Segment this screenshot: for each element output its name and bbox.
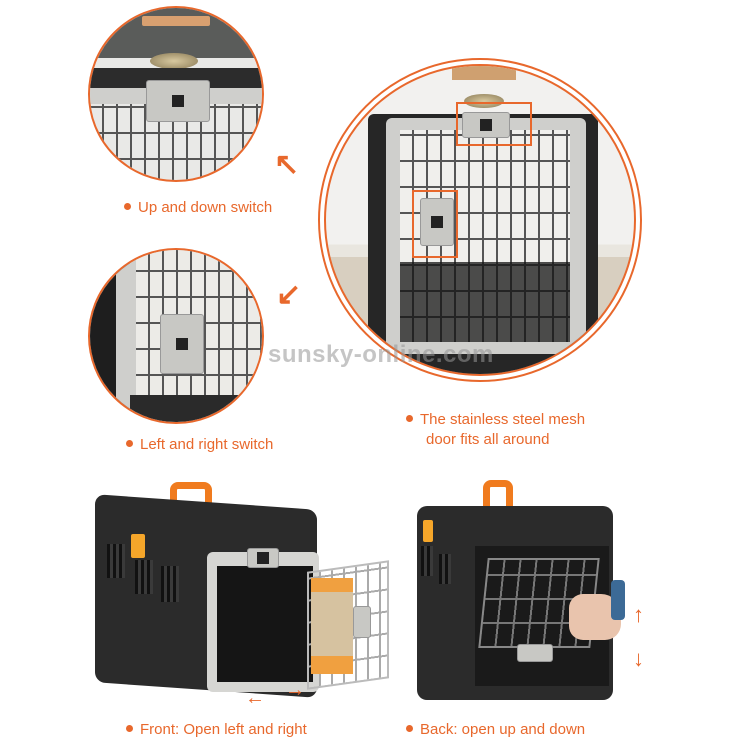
latch-icon xyxy=(176,338,188,350)
bullet-icon xyxy=(126,439,133,447)
side-latch xyxy=(353,606,371,638)
front-door-photo: ← → xyxy=(95,482,389,712)
zoom-detail-left-right-switch xyxy=(88,248,264,424)
door-packing-card-inner xyxy=(311,592,353,656)
brand-badge xyxy=(150,53,198,69)
latch-icon xyxy=(172,95,184,107)
side-vent xyxy=(135,560,153,594)
highlight-box-left xyxy=(412,190,458,258)
bullet-icon xyxy=(124,202,131,210)
arrow-up-left-icon: ↖ xyxy=(274,148,300,181)
watermark: sunsky-online.com xyxy=(268,341,494,368)
crate-floor xyxy=(130,395,262,422)
arrow-right-icon: → xyxy=(285,679,305,701)
crate-rim xyxy=(90,68,262,88)
up-down-latch xyxy=(146,80,210,122)
feature-label-up-down: Up and down switch xyxy=(124,198,272,218)
feature-text: Left and right switch xyxy=(140,436,274,453)
side-vent xyxy=(421,546,433,576)
zoom-detail-up-down-switch xyxy=(88,6,264,182)
brand-badge xyxy=(464,94,504,108)
main-crate-front-view xyxy=(318,58,642,382)
bullet-icon xyxy=(406,724,413,732)
handle-slot xyxy=(452,66,516,80)
sleeve xyxy=(611,580,625,620)
highlight-box-top xyxy=(456,102,532,146)
side-vent xyxy=(439,554,451,584)
up-down-latch xyxy=(462,112,510,138)
crate-interior xyxy=(400,262,570,342)
door-frame-side xyxy=(116,250,136,422)
side-vent xyxy=(107,544,125,578)
feature-text: Front: Open left and right xyxy=(140,721,307,738)
side-clip xyxy=(423,520,433,542)
carrier-handle xyxy=(483,480,513,506)
handle-slot xyxy=(142,16,210,26)
arrow-up-icon: ↑ xyxy=(633,602,644,627)
carrier-handle xyxy=(170,482,212,504)
bullet-icon xyxy=(406,414,413,422)
arrow-down-left-icon: ↙ xyxy=(276,278,302,311)
side-vent xyxy=(161,566,179,602)
latch-icon xyxy=(257,552,269,564)
top-latch xyxy=(247,548,279,568)
feature-text: Up and down switch xyxy=(138,199,273,216)
main-crate-photo xyxy=(324,64,636,376)
feature-text-line1: The stainless steel mesh xyxy=(420,411,586,428)
feature-text-line2: door fits all around xyxy=(426,431,550,448)
feature-label-mesh-door: The stainless steel mesh door fits all a… xyxy=(406,410,636,450)
side-clip xyxy=(131,534,145,558)
arrow-down-icon: ↓ xyxy=(633,646,644,671)
left-right-latch xyxy=(420,198,454,246)
bullet-icon xyxy=(126,724,133,732)
latch-icon xyxy=(480,119,492,131)
feature-label-left-right: Left and right switch xyxy=(126,435,273,455)
arrow-left-icon: ← xyxy=(245,687,265,709)
bottom-latch xyxy=(517,644,553,662)
latch-icon xyxy=(431,216,443,228)
feature-label-back: Back: open up and down xyxy=(406,720,585,740)
back-door-photo: ↑ ↓ xyxy=(413,480,653,710)
feature-text: Back: open up and down xyxy=(420,721,586,738)
feature-label-front: Front: Open left and right xyxy=(126,720,307,740)
door-opening xyxy=(217,566,313,682)
left-right-latch xyxy=(160,314,204,374)
